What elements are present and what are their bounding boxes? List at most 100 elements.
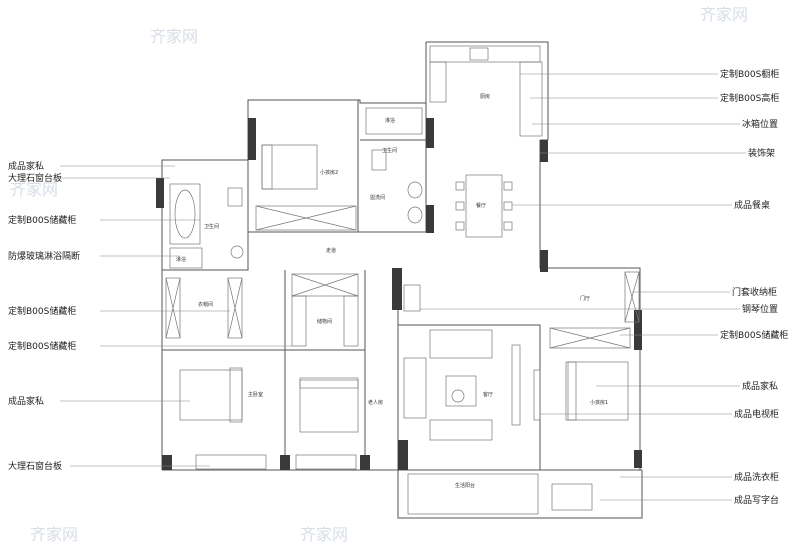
shower-area — [365, 107, 423, 135]
washbasin — [407, 206, 423, 224]
wardrobe — [549, 327, 631, 349]
sink — [469, 47, 489, 61]
wardrobe-cross — [549, 327, 631, 349]
table-decor — [451, 389, 465, 403]
wall-column — [540, 250, 548, 272]
wall-column — [634, 310, 642, 350]
wall — [284, 270, 366, 351]
sofa — [429, 329, 493, 359]
piano — [403, 284, 421, 312]
wall — [426, 41, 549, 140]
wall — [162, 160, 249, 271]
room-dining: 餐厅 — [476, 202, 486, 209]
annotation-label: 定制B00S橱柜 — [720, 68, 779, 80]
watermark: 齐家网 — [150, 27, 198, 46]
toilet — [227, 187, 243, 207]
shoe-cabinet-cross — [624, 271, 640, 323]
wall — [162, 349, 286, 470]
watermark: 齐家网 — [300, 525, 348, 544]
dining-table — [465, 174, 503, 238]
tv-cabinet — [511, 344, 521, 426]
room-bedroom1: 小孩房1 — [590, 399, 608, 406]
toilet — [371, 149, 387, 171]
wardrobe-cross — [227, 277, 243, 339]
sofa — [403, 357, 427, 419]
room-bath-left: 卫生间 — [204, 223, 219, 230]
room-master: 主卧室 — [248, 391, 263, 398]
room-wc: 卫生间 — [382, 147, 397, 154]
annotation-label: 成品餐桌 — [734, 199, 770, 211]
wall-column — [426, 118, 434, 148]
annotation-label: 定制B00S储藏柜 — [8, 305, 76, 317]
cabinet-cross — [291, 273, 359, 297]
chair — [455, 201, 465, 211]
watermark: 齐家网 — [10, 180, 58, 199]
washbasin — [230, 245, 244, 259]
room-washroom: 盥洗间 — [370, 194, 385, 201]
writing-desk — [551, 483, 593, 511]
room-kitchen: 厨房 — [480, 93, 490, 100]
shower-area — [169, 247, 203, 269]
window-seat — [195, 454, 267, 470]
annotation-label: 定制B00S高柜 — [720, 92, 779, 104]
bathtub-inner — [174, 189, 196, 239]
annotation-label: 成品电视柜 — [734, 408, 779, 420]
annotation-label: 成品家私 — [8, 160, 44, 172]
bed — [179, 369, 243, 421]
tall-cabinet — [519, 61, 543, 137]
wall — [358, 139, 427, 233]
room-balcony: 生活阳台 — [455, 482, 475, 489]
annotation-label: 钢琴位置 — [742, 303, 778, 315]
room-shower: 淋浴 — [176, 256, 186, 263]
shoe-cabinet — [624, 271, 640, 323]
annotation-label: 成品洗衣柜 — [734, 471, 779, 483]
wall — [398, 324, 541, 470]
bathtub — [169, 183, 201, 245]
bed-headboard — [229, 367, 243, 423]
wall-column — [398, 440, 408, 470]
kitchen-counter-side — [429, 61, 447, 103]
annotation-label: 冰箱位置 — [742, 118, 778, 130]
wall-column — [156, 178, 164, 208]
wardrobe-cross — [255, 205, 357, 231]
room-bedroom2: 小孩房2 — [320, 169, 338, 176]
wall-column — [634, 450, 642, 468]
bed-headboard — [565, 361, 577, 421]
room-bath-top: 淋浴 — [385, 117, 395, 124]
annotation-label: 防爆玻璃淋浴隔断 — [8, 250, 80, 262]
wall-column — [162, 455, 172, 470]
bed-headboard — [261, 144, 273, 190]
wardrobe — [227, 277, 243, 339]
storage-cabinet — [343, 295, 359, 347]
annotation-label: 大理石窗台板 — [8, 172, 62, 184]
wall-column — [360, 455, 370, 470]
wardrobe-cross — [165, 277, 181, 339]
annotation-label: 大理石窗台板 — [8, 460, 62, 472]
wall-column — [426, 205, 434, 233]
chair — [455, 221, 465, 231]
bed — [261, 144, 318, 190]
storage-cabinet — [291, 273, 359, 297]
washbasin — [407, 181, 423, 199]
armchairs — [429, 419, 493, 441]
wall-column — [540, 140, 548, 162]
room-corridor: 走道 — [326, 247, 336, 254]
wall — [162, 469, 643, 519]
wall-column — [280, 455, 290, 470]
wall-column — [392, 268, 402, 310]
bed — [567, 361, 629, 421]
annotation-label: 门套收纳柜 — [732, 286, 777, 298]
room-living: 客厅 — [483, 391, 493, 398]
room-wardrobe: 衣帽间 — [198, 301, 213, 308]
annotation-label: 定制B00S储藏柜 — [8, 340, 76, 352]
annotation-label: 成品家私 — [742, 380, 778, 392]
bed — [299, 379, 359, 433]
wall — [248, 100, 359, 233]
wardrobe — [165, 277, 181, 339]
annotation-label: 装饰架 — [748, 147, 775, 159]
wall — [539, 140, 641, 470]
window-seat — [295, 454, 357, 470]
room-foyer: 门厅 — [580, 295, 590, 302]
annotation-label: 定制B00S储藏柜 — [720, 329, 788, 341]
